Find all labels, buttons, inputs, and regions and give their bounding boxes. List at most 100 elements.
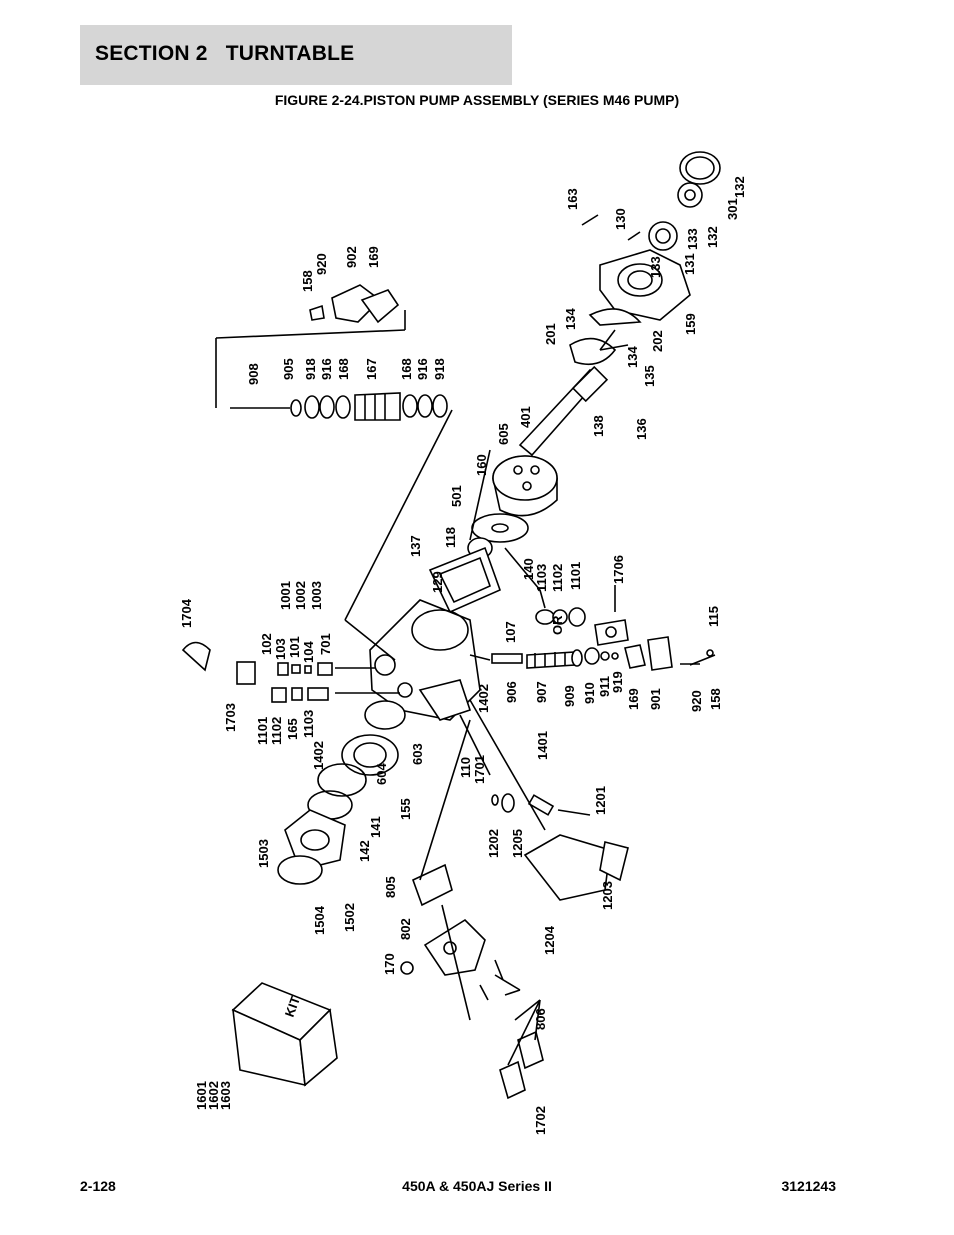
callout-169: 169 [366,246,381,268]
callout-labels: 163 130 133 131 133 132 301 132 159 134 … [179,176,747,1135]
callout-905: 905 [281,358,296,380]
callout-1003: 1003 [309,581,324,610]
callout-or: OR [550,615,565,635]
callout-1201: 1201 [593,786,608,815]
callout-1602: 1602 [206,1081,221,1110]
document-number: 3121243 [781,1178,836,1194]
callout-135: 135 [642,365,657,387]
callout-1503: 1503 [256,839,271,868]
callout-806: 806 [533,1008,548,1030]
callout-1202: 1202 [486,829,501,858]
callout-805: 805 [383,876,398,898]
callout-605: 605 [496,423,511,445]
diagram-artwork [181,151,721,1100]
callout-1502: 1502 [342,903,357,932]
callout-133: 133 [648,256,663,278]
callout-1401: 1401 [535,731,550,760]
callout-701: 701 [318,633,333,655]
callout-1203: 1203 [600,881,615,910]
callout-102: 102 [259,633,274,655]
callout-134: 134 [563,308,578,330]
callout-907: 907 [534,681,549,703]
callout-901: 901 [648,688,663,710]
callout-131: 131 [682,253,697,275]
figure-title: FIGURE 2-24.PISTON PUMP ASSEMBLY (SERIES… [274,92,680,108]
callout-916: 916 [415,358,430,380]
callout-1102: 1102 [269,717,284,745]
callout-1703: 1703 [223,703,238,732]
callout-911: 911 [597,676,612,697]
callout-202: 202 [650,330,665,352]
callout-1205: 1205 [510,829,525,858]
callout-802: 802 [398,918,413,940]
callout-137: 137 [408,535,423,557]
callout-140: 140 [521,558,536,580]
model-name: 450A & 450AJ Series II [402,1178,552,1194]
callout-170: 170 [382,953,397,975]
section-title: SECTION 2 TURNTABLE [95,42,355,65]
callout-910: 910 [582,682,597,704]
callout-906: 906 [504,681,519,703]
callout-902: 902 [344,246,359,268]
callout-132: 132 [732,176,747,198]
callout-908: 908 [246,363,261,385]
callout-1402: 1402 [311,741,326,770]
callout-1601: 1601 [194,1081,209,1110]
callout-168: 168 [399,358,414,380]
callout-401: 401 [518,406,533,428]
callout-165: 165 [285,718,300,740]
callout-1002: 1002 [293,581,308,610]
callout-168: 168 [336,358,351,380]
callout-920: 920 [314,253,329,275]
callout-133: 133 [685,228,700,250]
callout-118: 118 [443,527,458,548]
callout-1701: 1701 [472,755,487,784]
callout-130: 130 [613,208,628,230]
callout-159: 159 [683,313,698,335]
callout-604: 604 [374,763,389,785]
callout-169: 169 [626,688,641,710]
callout-163: 163 [565,188,580,210]
callout-919: 919 [610,671,625,693]
callout-138: 138 [591,415,606,437]
callout-1101: 1101 [568,562,583,590]
callout-920: 920 [689,690,704,712]
callout-101: 101 [287,636,302,658]
callout-142: 142 [357,840,372,862]
callout-1001: 1001 [278,581,293,610]
callout-136: 136 [634,418,649,440]
callout-110: 110 [458,757,473,778]
callout-104: 104 [301,641,316,663]
callout-107: 107 [503,621,518,643]
callout-158: 158 [300,270,315,292]
callout-167: 167 [364,358,379,380]
kit-label: KIT [282,994,303,1019]
callout-141: 141 [368,816,383,838]
callout-132: 132 [705,226,720,248]
section-banner [80,25,512,85]
callout-301: 301 [725,198,740,220]
callout-501: 501 [449,485,464,507]
callout-1103: 1103 [534,564,549,592]
callout-103: 103 [273,638,288,660]
callout-1103: 1103 [301,710,316,738]
callout-1504: 1504 [312,905,327,935]
callout-134: 134 [625,346,640,368]
callout-1702: 1702 [533,1106,548,1135]
callout-918: 918 [303,358,318,380]
callout-909: 909 [562,685,577,707]
callout-1102: 1102 [550,564,565,592]
callout-115: 115 [706,606,721,627]
callout-918: 918 [432,358,447,380]
callout-1706: 1706 [611,555,626,584]
callout-1402: 1402 [476,684,491,713]
callout-201: 201 [543,323,558,345]
callout-1101: 1101 [255,717,270,745]
page-number: 2-128 [80,1178,116,1194]
callout-155: 155 [398,798,413,820]
callout-158: 158 [708,688,723,710]
callout-129: 129 [430,571,445,593]
pump-exploded-diagram: 163 130 133 131 133 132 301 132 159 134 … [179,151,747,1135]
callout-1204: 1204 [542,925,557,955]
callout-1704: 1704 [179,598,194,628]
